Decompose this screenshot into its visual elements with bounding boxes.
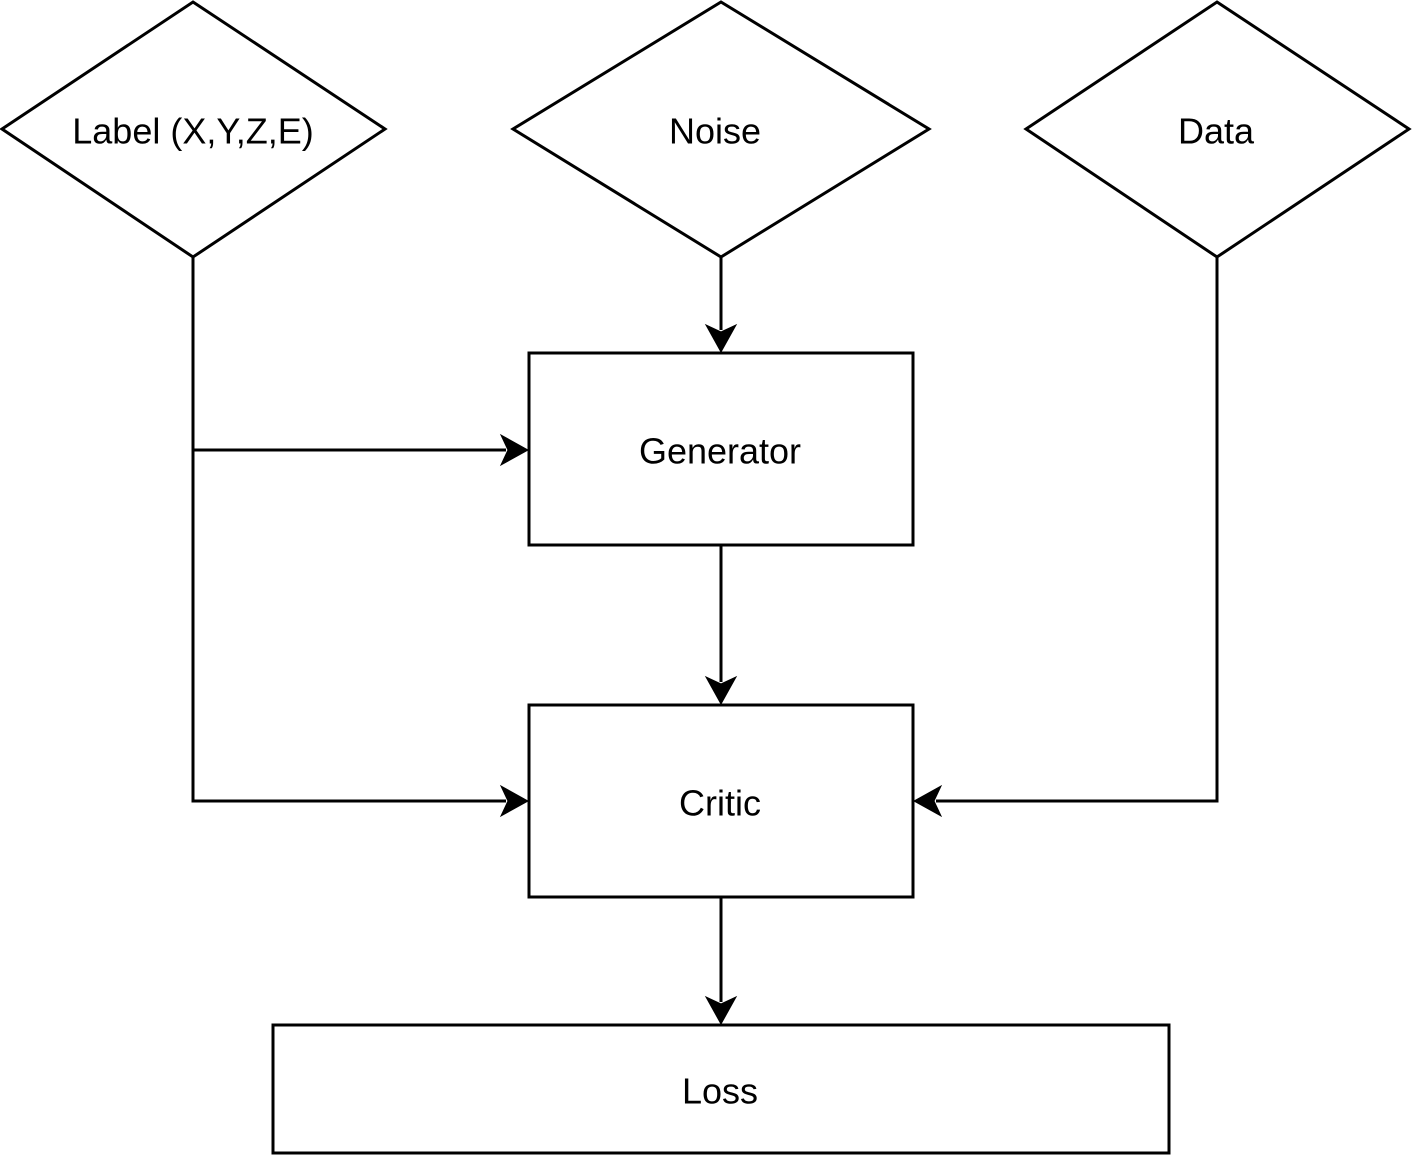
edge-label-to-critic	[191, 450, 530, 818]
edge-generator-to-critic	[704, 545, 738, 706]
diamond-shape	[1023, 0, 1412, 259]
node-critic: Critic	[527, 703, 915, 899]
node-noise-input: Noise	[510, 0, 932, 259]
node-data-input: Data	[1023, 0, 1412, 259]
node-noise-text: Noise	[669, 111, 761, 152]
edges	[191, 257, 1219, 1026]
edge-critic-to-loss	[704, 897, 738, 1026]
diamond-shape	[510, 0, 932, 259]
node-label-text: Label (X,Y,Z,E)	[72, 111, 313, 152]
node-loss-text: Loss	[682, 1071, 758, 1112]
node-label-input: Label (X,Y,Z,E)	[0, 0, 388, 259]
node-data-text: Data	[1178, 111, 1255, 152]
edge-noise-to-generator	[704, 257, 738, 354]
node-generator: Generator	[527, 351, 915, 547]
edge-data-to-critic	[912, 257, 1219, 818]
node-generator-text: Generator	[639, 431, 801, 472]
rectangle-shape	[527, 351, 915, 547]
diamond-shape	[0, 0, 388, 259]
edge-label-to-generator	[191, 257, 530, 467]
rectangle-shape	[271, 1023, 1171, 1155]
node-loss: Loss	[271, 1023, 1171, 1155]
rectangle-shape	[527, 703, 915, 899]
node-critic-text: Critic	[679, 783, 761, 824]
